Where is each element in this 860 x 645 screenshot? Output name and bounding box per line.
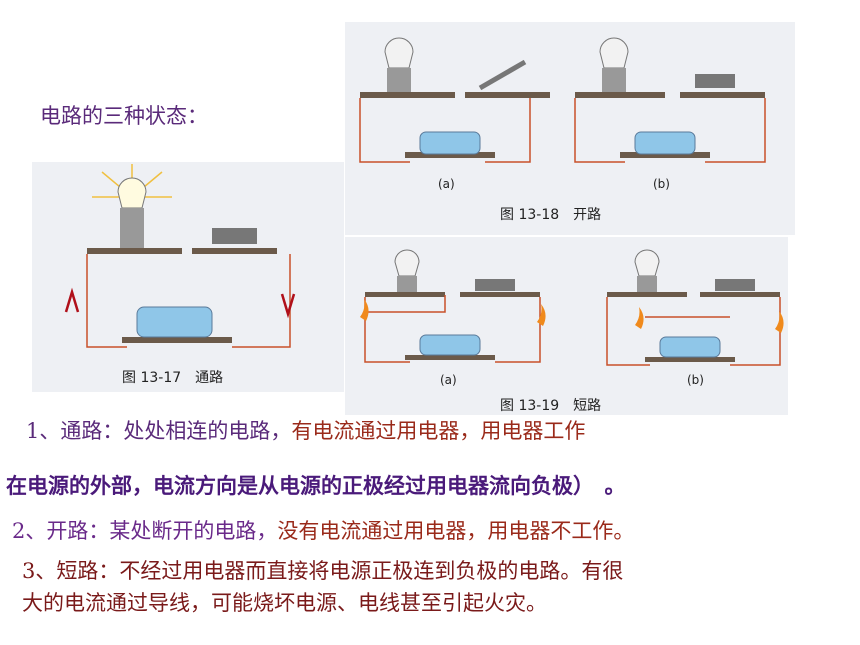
open-circuit-def: 2、开路：某处断开的电路，: [12, 519, 278, 543]
open-circuit-illustration: [359, 37, 766, 163]
short-caption: 图 13-19 短路: [500, 398, 602, 414]
closed-circuit-illustration: [64, 164, 296, 348]
figure-closed-circuit: 图 13-17 通路: [32, 162, 344, 392]
short-circuit-line-1: 3、短路：不经过用电器而直接将电源正极连到负极的电路。有很: [22, 559, 624, 583]
open-sub-a: (a): [438, 177, 455, 191]
closed-circuit-def: 1、通路：处处相连的电路，: [26, 419, 292, 443]
short-circuit-text: 3、短路：不经过用电器而直接将电源正极连到负极的电路。有很 大的电流通过导线，可…: [22, 555, 623, 619]
short-sub-b: (b): [687, 373, 704, 387]
open-circuit-line: 2、开路：某处断开的电路，没有电流通过用电器，用电器不工作。: [12, 515, 634, 545]
closed-circuit-line: 1、通路：处处相连的电路，有电流通过用电器，用电器工作: [26, 415, 585, 445]
closed-circuit-effect: 有电流通过用电器，用电器工作: [291, 419, 586, 443]
open-circuit-effect: 没有电流通过用电器，用电器不工作。: [277, 519, 635, 543]
short-circuit-line-2: 大的电流通过导线，可能烧坏电源、电线甚至引起火灾。: [22, 591, 547, 615]
figure-short-circuit: (a) (b) 图 13-19 短路: [345, 237, 788, 415]
current-direction-line: 在电源的外部，电流方向是从电源的正极经过用电器流向负极） 。: [6, 473, 626, 498]
page-heading: 电路的三种状态：: [40, 104, 208, 128]
closed-caption: 图 13-17 通路: [122, 370, 224, 386]
open-caption: 图 13-18 开路: [500, 207, 602, 223]
arrow-down-right: [280, 293, 296, 319]
arrow-up-left: [64, 287, 80, 313]
figure-open-circuit: (a) (b) 图 13-18 开路: [345, 22, 795, 235]
short-sub-a: (a): [440, 373, 457, 387]
open-sub-b: (b): [653, 177, 670, 191]
short-circuit-illustration: [360, 249, 784, 366]
